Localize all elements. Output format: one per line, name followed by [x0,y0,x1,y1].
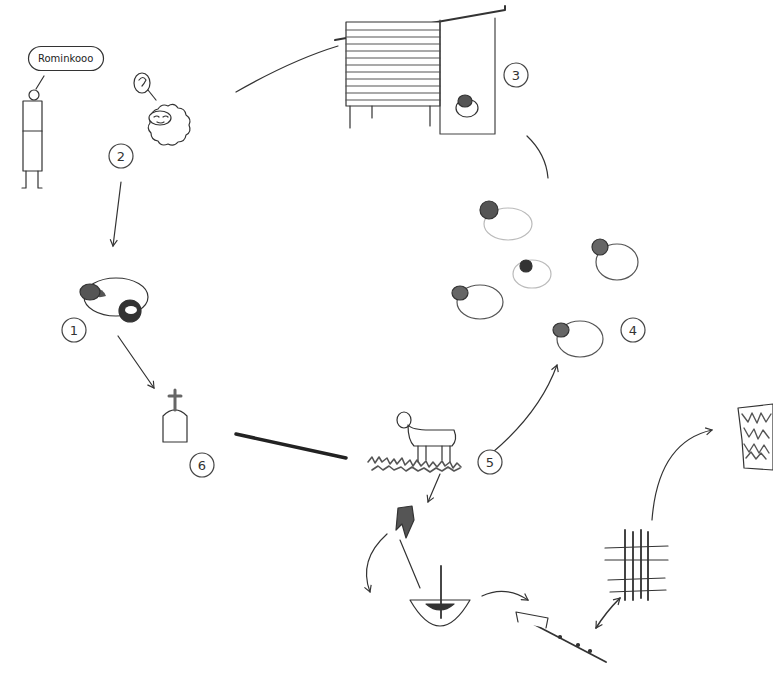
drawing-stroke [428,474,440,502]
drawing-stroke [400,540,420,588]
shed-building [335,6,505,134]
drawing-stroke [350,106,430,128]
drawing-stroke [440,566,442,618]
wool-processing [366,474,620,662]
callout-number: 1 [70,324,78,337]
drawing-stroke [119,300,141,322]
drawing-stroke [589,650,592,653]
drawing-stroke [396,506,414,538]
speech-bubble: Rominkooo [28,46,104,71]
loom-symbol [605,530,668,600]
drawing-stroke [190,453,214,477]
drawing-stroke [23,101,42,171]
drawing-stroke [80,284,100,300]
drawing-stroke [504,63,528,87]
bubble-shape [29,47,104,71]
cycle-arrow [118,336,154,388]
garment-figure [738,404,773,470]
cycle-arrow [652,430,712,520]
cycle-line [236,434,346,458]
drawing-stroke [513,260,551,288]
speech-text: Rominkooo [38,53,94,64]
speech-tail [36,76,44,89]
drawing-stroke [125,306,137,314]
drawing-stroke [408,425,456,446]
sheep-flock [452,201,638,357]
cycle-arrow [493,365,557,452]
ewe-with-lamb [80,278,148,322]
drawing-stroke [148,104,190,145]
drawing-stroke [29,90,39,100]
cycle-arrow [236,46,338,92]
drawing-stroke [520,260,532,272]
drawing-stroke [458,95,472,107]
drawing-stroke [516,612,548,628]
drawing-stroke [154,116,168,123]
drawing-stroke [149,111,171,125]
lamb-on-grass [368,412,461,472]
drawing-stroke [62,318,86,342]
drawing-stroke [22,171,42,188]
drawing-stroke [553,323,569,337]
ram-figure [134,73,190,145]
drawing-stroke [478,450,502,474]
drawing-stroke [621,318,645,342]
drawing-stroke [480,201,498,219]
callout-number: 3 [512,69,520,82]
callout-number: 4 [629,324,637,337]
grave-symbol [163,390,187,442]
drawing-stroke [738,404,773,470]
person-figure [22,90,42,188]
drawing-stroke [742,413,771,459]
drawing-stroke [346,22,440,106]
callout-number: 2 [117,150,125,163]
drawing-stroke [148,90,156,100]
drawing-stroke [366,534,387,592]
callout-number: 6 [198,459,206,472]
cycle-arrow [527,136,548,178]
drawing-stroke [482,591,528,600]
drawing-stroke [625,530,648,600]
drawing-stroke [139,78,146,87]
callout-number: 5 [486,456,494,469]
drawing-stroke [596,598,620,628]
drawing-stroke [23,130,42,131]
drawing-stroke [559,636,562,639]
drawing-stroke [440,18,495,134]
drawing-stroke [426,604,454,610]
drawing-stroke [163,410,187,442]
drawing-stroke [410,600,470,626]
drawing-stroke [22,6,773,662]
drawing-stroke [452,286,468,300]
drawing-stroke [592,239,608,255]
drawing-stroke [418,446,450,462]
drawing-stroke [372,466,460,472]
drawing-stroke [368,457,461,468]
drawing-stroke [605,546,668,592]
callout-circles [62,63,645,477]
drawing-stroke [109,144,133,168]
drawing-stroke [169,390,181,410]
drawing-stroke [36,76,44,89]
cycle-arrow [113,182,121,246]
drawing-stroke [346,30,440,100]
drawing-stroke [577,644,580,647]
